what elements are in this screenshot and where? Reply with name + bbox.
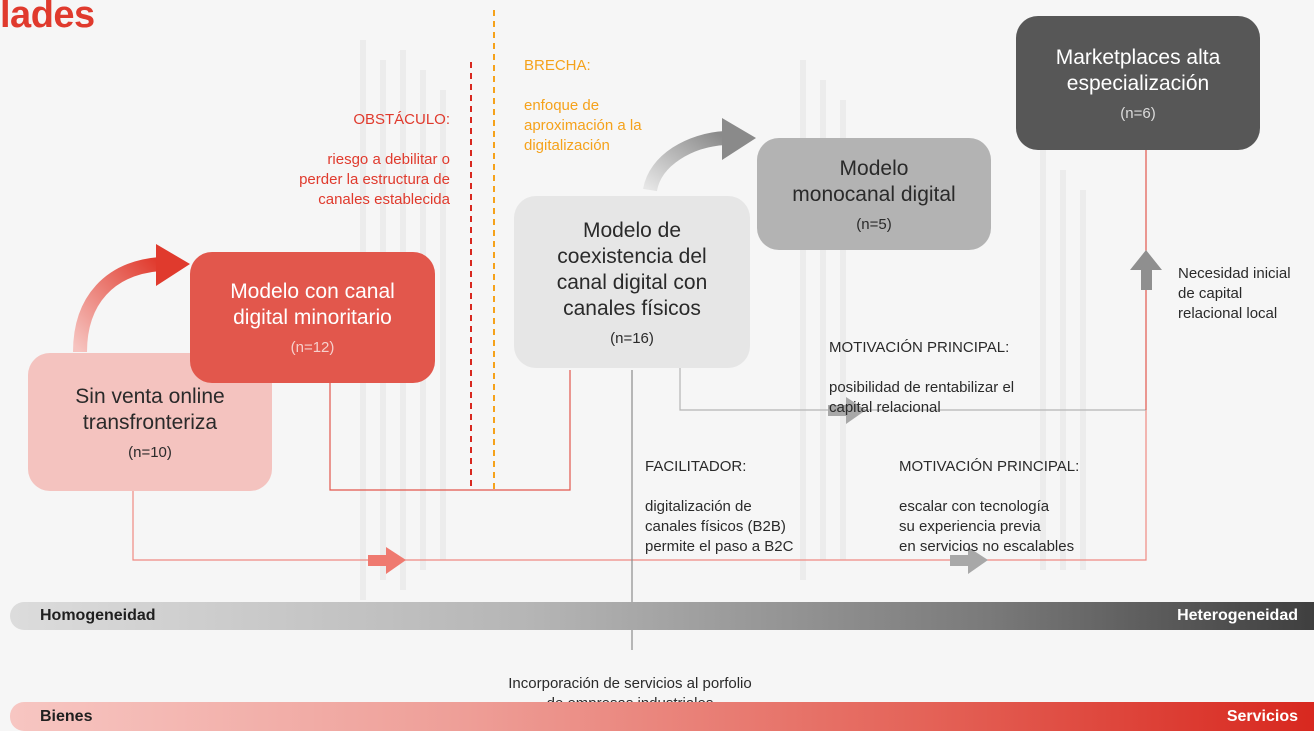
annotation-text: escalar con tecnología su experiencia pr… [899,498,1075,555]
curve-arrow-gray [643,131,726,192]
connector-minoritario-coexistencia [329,370,571,491]
curve-arrow-red-head [156,244,190,286]
scale-label-bienes: Bienes [40,707,93,725]
annotation-text: enfoque de aproximación a la digitalizac… [524,97,642,154]
box-title: Marketplaces alta especialización [1055,45,1221,95]
connector-coexistencia-right [679,368,1146,411]
scale-label-heterogeneidad: Heterogeneidad [1177,607,1298,624]
arrow-up-gray [1130,250,1162,290]
scale-bar-homogeneidad: Homogeneidad Heterogeneidad [10,602,1314,630]
annotation-text: Necesidad inicial de capital relacional … [1178,265,1291,322]
arrow-right-gray-1 [828,397,866,424]
curve-arrow-gray-head [722,118,756,160]
annotation-obstaculo: OBSTÁCULO: riesgo a debilitar o perder l… [282,90,450,210]
annotation-text: posibilidad de rentabilizar el capital r… [829,379,1015,416]
scale-label-servicios: Servicios [1226,707,1298,725]
annotation-text: riesgo a debilitar o perder la estructur… [299,151,450,208]
annotation-necesidad-inicial: Necesidad inicial de capital relacional … [1178,244,1312,324]
box-title: Modelo monocanal digital [792,156,956,206]
page-title: lades [0,0,95,36]
box-marketplaces: Marketplaces alta especialización (n=6) [1016,16,1260,150]
annotation-motivacion-principal-2: MOTIVACIÓN PRINCIPAL: escalar con tecnol… [899,437,1139,557]
connector-bottom-red [132,410,1147,561]
annotation-brecha: BRECHA: enfoque de aproximación a la dig… [524,36,684,156]
box-canal-digital-minoritario: Modelo con canal digital minoritario (n=… [190,252,435,383]
annotation-text: digitalización de canales físicos (B2B) … [645,498,794,555]
box-count: (n=6) [1120,104,1156,122]
box-count: (n=5) [856,215,892,233]
annotation-heading: BRECHA: [524,57,591,74]
arrow-right-gray-2 [950,547,988,574]
annotation-heading: FACILITADOR: [645,458,747,475]
box-title: Modelo de coexistencia del canal digital… [556,218,708,320]
annotation-heading: MOTIVACIÓN PRINCIPAL: [899,458,1080,475]
annotation-heading: MOTIVACIÓN PRINCIPAL: [829,339,1010,356]
annotation-heading: OBSTÁCULO: [353,111,450,128]
box-title: Modelo con canal digital minoritario [230,280,395,329]
box-count: (n=16) [610,329,654,347]
box-coexistencia: Modelo de coexistencia del canal digital… [514,196,750,368]
annotation-facilitador: FACILITADOR: digitalización de canales f… [645,437,845,557]
box-count: (n=12) [290,339,335,356]
box-count: (n=10) [128,443,172,461]
arrow-right-red [368,547,406,574]
scale-label-homogeneidad: Homogeneidad [40,607,156,624]
box-title: Sin venta online transfronteriza [75,384,225,434]
box-monocanal-digital: Modelo monocanal digital (n=5) [757,138,991,250]
curve-arrow-red [73,257,161,353]
scale-bar-bienes-servicios: Bienes Servicios [10,702,1314,731]
annotation-motivacion-principal-1: MOTIVACIÓN PRINCIPAL: posibilidad de ren… [829,318,1069,418]
